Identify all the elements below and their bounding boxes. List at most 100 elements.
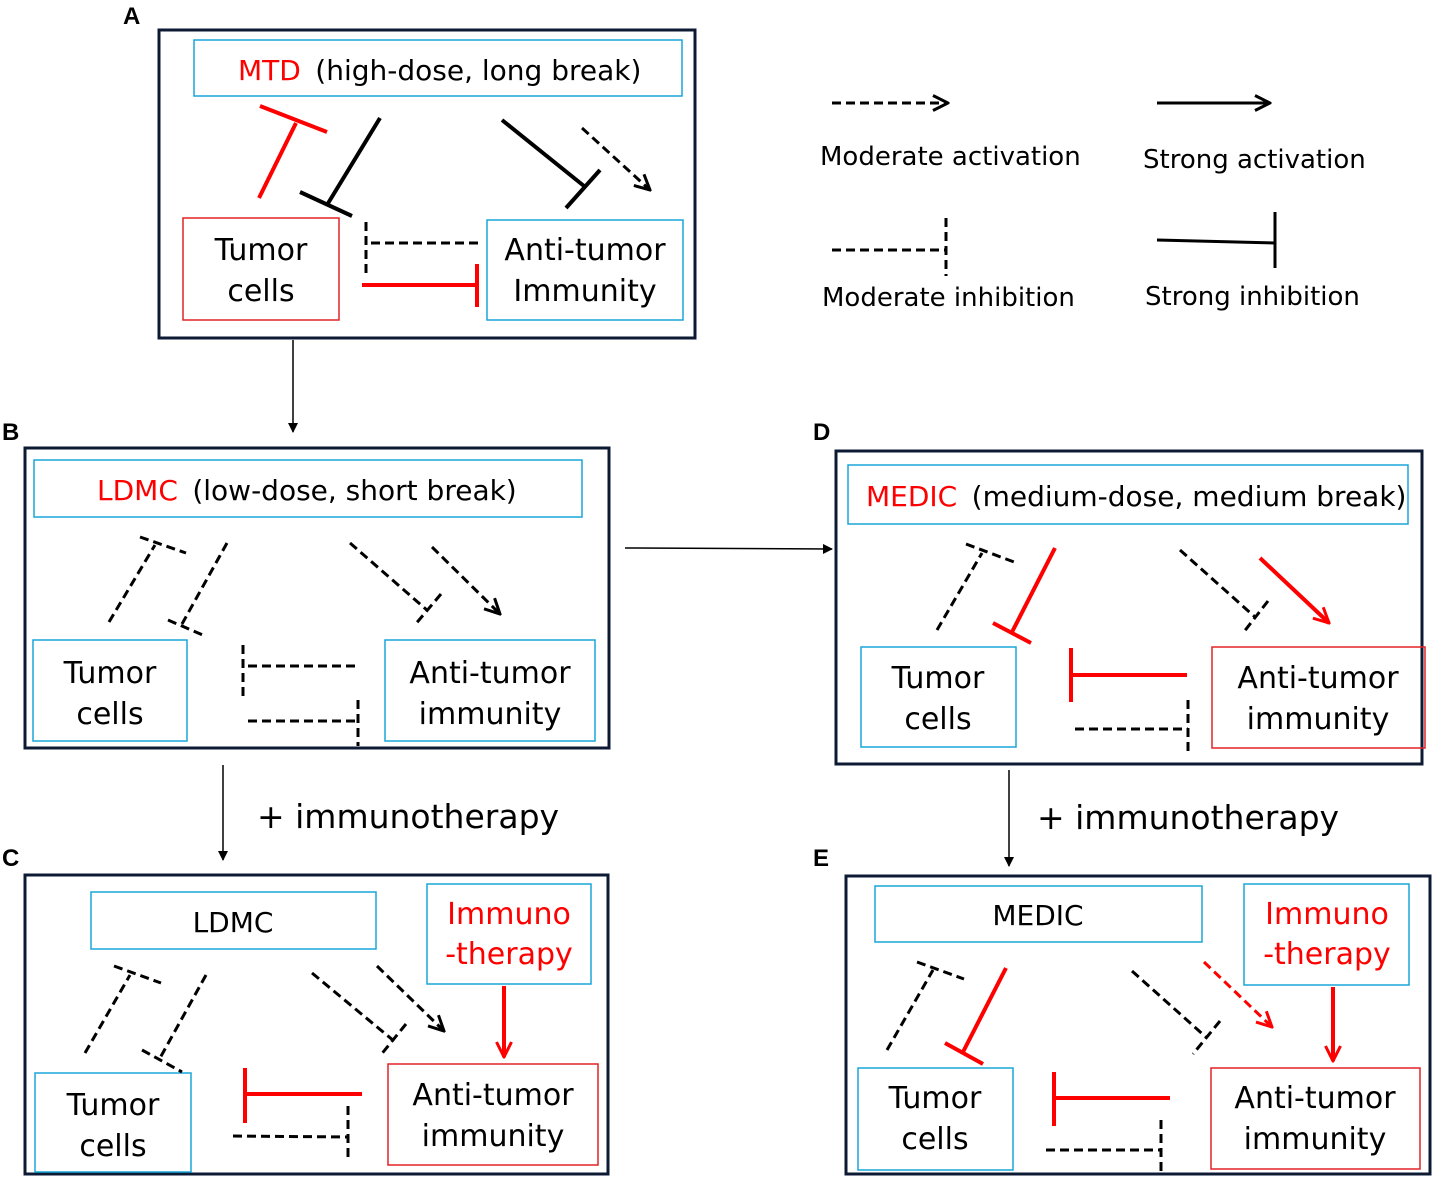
panel-c-tumor-label: Tumor bbox=[66, 1088, 160, 1123]
plus-immunotherapy-right-label: + immunotherapy bbox=[1037, 798, 1339, 837]
panel-d-tumor-box bbox=[860, 646, 1017, 748]
legend-strong-inhibition-label: Strong inhibition bbox=[1145, 282, 1360, 312]
panel-b-letter: B bbox=[2, 419, 19, 446]
legend: Moderate activation Strong activation Mo… bbox=[820, 103, 1366, 313]
panel-d-tumor-inhibits-immunity bbox=[1075, 700, 1190, 756]
panel-a-regimen-title: MTD (high-dose, long break) bbox=[238, 54, 641, 87]
panel-c-frame bbox=[23, 873, 610, 1176]
panel-b-tumor-label: Tumor bbox=[63, 656, 157, 691]
panel-a-tumor-inhibits-regimen bbox=[257, 104, 328, 199]
panel-e: E MEDIC Immuno -therapy Tumor cells Anti… bbox=[813, 845, 1432, 1176]
panel-d: D MEDIC (medium-dose, medium break) Tumo… bbox=[813, 419, 1426, 766]
panel-a-immunity-label-2: Immunity bbox=[513, 274, 656, 309]
legend-moderate-inhibition: Moderate inhibition bbox=[822, 218, 1075, 313]
panel-c-tumor-inhibits-immunity bbox=[232, 1106, 350, 1162]
panel-e-immunity-label: Anti-tumor bbox=[1234, 1081, 1396, 1116]
legend-strong-activation-label: Strong activation bbox=[1143, 145, 1366, 175]
legend-strong-activation: Strong activation bbox=[1143, 103, 1366, 175]
panel-c-regimen-inhibits-tumor bbox=[141, 974, 208, 1074]
panel-e-immunity-box bbox=[1210, 1067, 1421, 1170]
panel-e-tumor-box bbox=[857, 1067, 1014, 1171]
panel-c-immunity-inhibits-tumor bbox=[243, 1068, 362, 1123]
panel-c-letter: C bbox=[2, 845, 19, 872]
panel-e-regimen-inhibits-immunity bbox=[1131, 969, 1222, 1055]
panel-a-immunity-inhibits-tumor bbox=[364, 222, 478, 278]
panel-b-regimen-box bbox=[33, 459, 583, 518]
legend-moderate-activation: Moderate activation bbox=[820, 103, 1081, 172]
panel-c-regimen-title: LDMC bbox=[193, 906, 274, 939]
panel-d-letter: D bbox=[813, 419, 830, 446]
panel-e-letter: E bbox=[813, 845, 829, 872]
panel-c-tumor-box bbox=[34, 1072, 192, 1173]
panel-b-frame bbox=[23, 446, 611, 750]
panel-e-immunity-inhibits-tumor bbox=[1052, 1072, 1170, 1126]
panel-c-immunity-label-2: immunity bbox=[422, 1119, 565, 1154]
panel-a-tumor-label: Tumor bbox=[214, 233, 308, 268]
panel-b-tumor-box bbox=[32, 639, 188, 742]
plus-immunotherapy-left-label: + immunotherapy bbox=[257, 797, 559, 836]
panel-a-letter: A bbox=[123, 3, 140, 30]
panel-d-tumor-inhibits-regimen bbox=[935, 542, 1015, 631]
panel-a-tumor-inhibits-immunity bbox=[362, 264, 479, 307]
panel-b-immunity-label-2: immunity bbox=[419, 697, 562, 732]
panel-d-regimen-box bbox=[847, 464, 1409, 525]
panel-d-regimen-activates-immunity bbox=[1258, 556, 1329, 623]
panel-c-immunity-box bbox=[387, 1063, 599, 1166]
panel-c-regimen-inhibits-immunity bbox=[311, 971, 408, 1057]
panel-e-tumor-inhibits-regimen bbox=[885, 960, 965, 1051]
panel-c-tumor-inhibits-regimen bbox=[83, 964, 162, 1054]
panel-d-regimen-inhibits-immunity bbox=[1179, 548, 1270, 634]
panel-e-regimen-inhibits-tumor bbox=[944, 967, 1008, 1066]
panel-a-tumor-label-2: cells bbox=[227, 274, 294, 309]
panel-d-immunity-label: Anti-tumor bbox=[1237, 661, 1399, 696]
panel-d-tumor-label: Tumor bbox=[891, 661, 985, 696]
panel-b-immunity-box bbox=[384, 639, 596, 742]
panel-a: A MTD (high-dose, long break) Tumor cell… bbox=[123, 3, 697, 340]
panel-c: C LDMC Immuno -therapy Tumor cells Anti-… bbox=[2, 845, 610, 1176]
panel-e-regimen-activates-immunity bbox=[1202, 960, 1272, 1027]
panel-d-regimen-inhibits-tumor bbox=[992, 547, 1057, 645]
panel-e-regimen-title: MEDIC bbox=[992, 899, 1083, 932]
panel-a-frame bbox=[157, 28, 697, 340]
panel-e-regimen-box bbox=[874, 885, 1203, 943]
arrow-b-to-d bbox=[624, 543, 833, 554]
legend-strong-inhibition: Strong inhibition bbox=[1145, 212, 1360, 312]
panel-b-regimen-title: LDMC (low-dose, short break) bbox=[97, 474, 517, 507]
panel-e-tumor-inhibits-immunity bbox=[1046, 1120, 1163, 1175]
panel-c-immunotherapy-box bbox=[426, 883, 592, 985]
panel-d-tumor-label-2: cells bbox=[904, 702, 971, 737]
panel-b-regimen-inhibits-immunity bbox=[349, 541, 443, 627]
panel-b-immunity-inhibits-tumor bbox=[241, 645, 355, 700]
panel-b-tumor-inhibits-regimen bbox=[107, 535, 187, 623]
panel-e-immunotherapy-label-2: -therapy bbox=[1263, 937, 1391, 972]
panel-a-regimen-inhibits-tumor bbox=[299, 116, 382, 218]
panel-d-frame bbox=[834, 449, 1424, 766]
panel-b-immunity-label: Anti-tumor bbox=[409, 656, 571, 691]
panel-d-regimen-title: MEDIC (medium-dose, medium break) bbox=[866, 480, 1406, 513]
panel-d-immunity-inhibits-tumor bbox=[1069, 648, 1187, 702]
panel-e-frame bbox=[844, 874, 1432, 1176]
panel-b: B LDMC (low-dose, short break) Tumor cel… bbox=[2, 419, 611, 750]
panel-b-tumor-label-2: cells bbox=[76, 697, 143, 732]
panel-b-regimen-activates-immunity bbox=[430, 545, 500, 614]
panel-c-tumor-label-2: cells bbox=[79, 1129, 146, 1164]
panel-e-immunotherapy-box bbox=[1243, 883, 1410, 986]
panel-a-immunity-label: Anti-tumor bbox=[504, 233, 666, 268]
panel-a-regimen-box bbox=[193, 39, 683, 97]
panel-d-immunity-box bbox=[1211, 646, 1426, 749]
panel-c-immunotherapy-label: Immuno bbox=[447, 897, 571, 932]
panel-e-tumor-label: Tumor bbox=[888, 1081, 982, 1116]
panel-a-regimen-inhibits-immunity bbox=[500, 118, 602, 210]
panel-c-regimen-box bbox=[90, 891, 377, 950]
panel-c-immunotherapy-label-2: -therapy bbox=[445, 937, 573, 972]
panel-c-immunity-label: Anti-tumor bbox=[412, 1078, 574, 1113]
panel-c-regimen-activates-immunity bbox=[375, 964, 444, 1031]
panel-e-immunotherapy-label: Immuno bbox=[1265, 897, 1389, 932]
legend-moderate-activation-label: Moderate activation bbox=[820, 142, 1081, 172]
panel-b-regimen-inhibits-tumor bbox=[167, 542, 229, 638]
panel-a-tumor-box bbox=[182, 217, 340, 321]
panel-d-immunity-label-2: immunity bbox=[1247, 702, 1390, 737]
panel-e-tumor-label-2: cells bbox=[901, 1122, 968, 1157]
panel-b-tumor-inhibits-immunity bbox=[248, 700, 360, 746]
